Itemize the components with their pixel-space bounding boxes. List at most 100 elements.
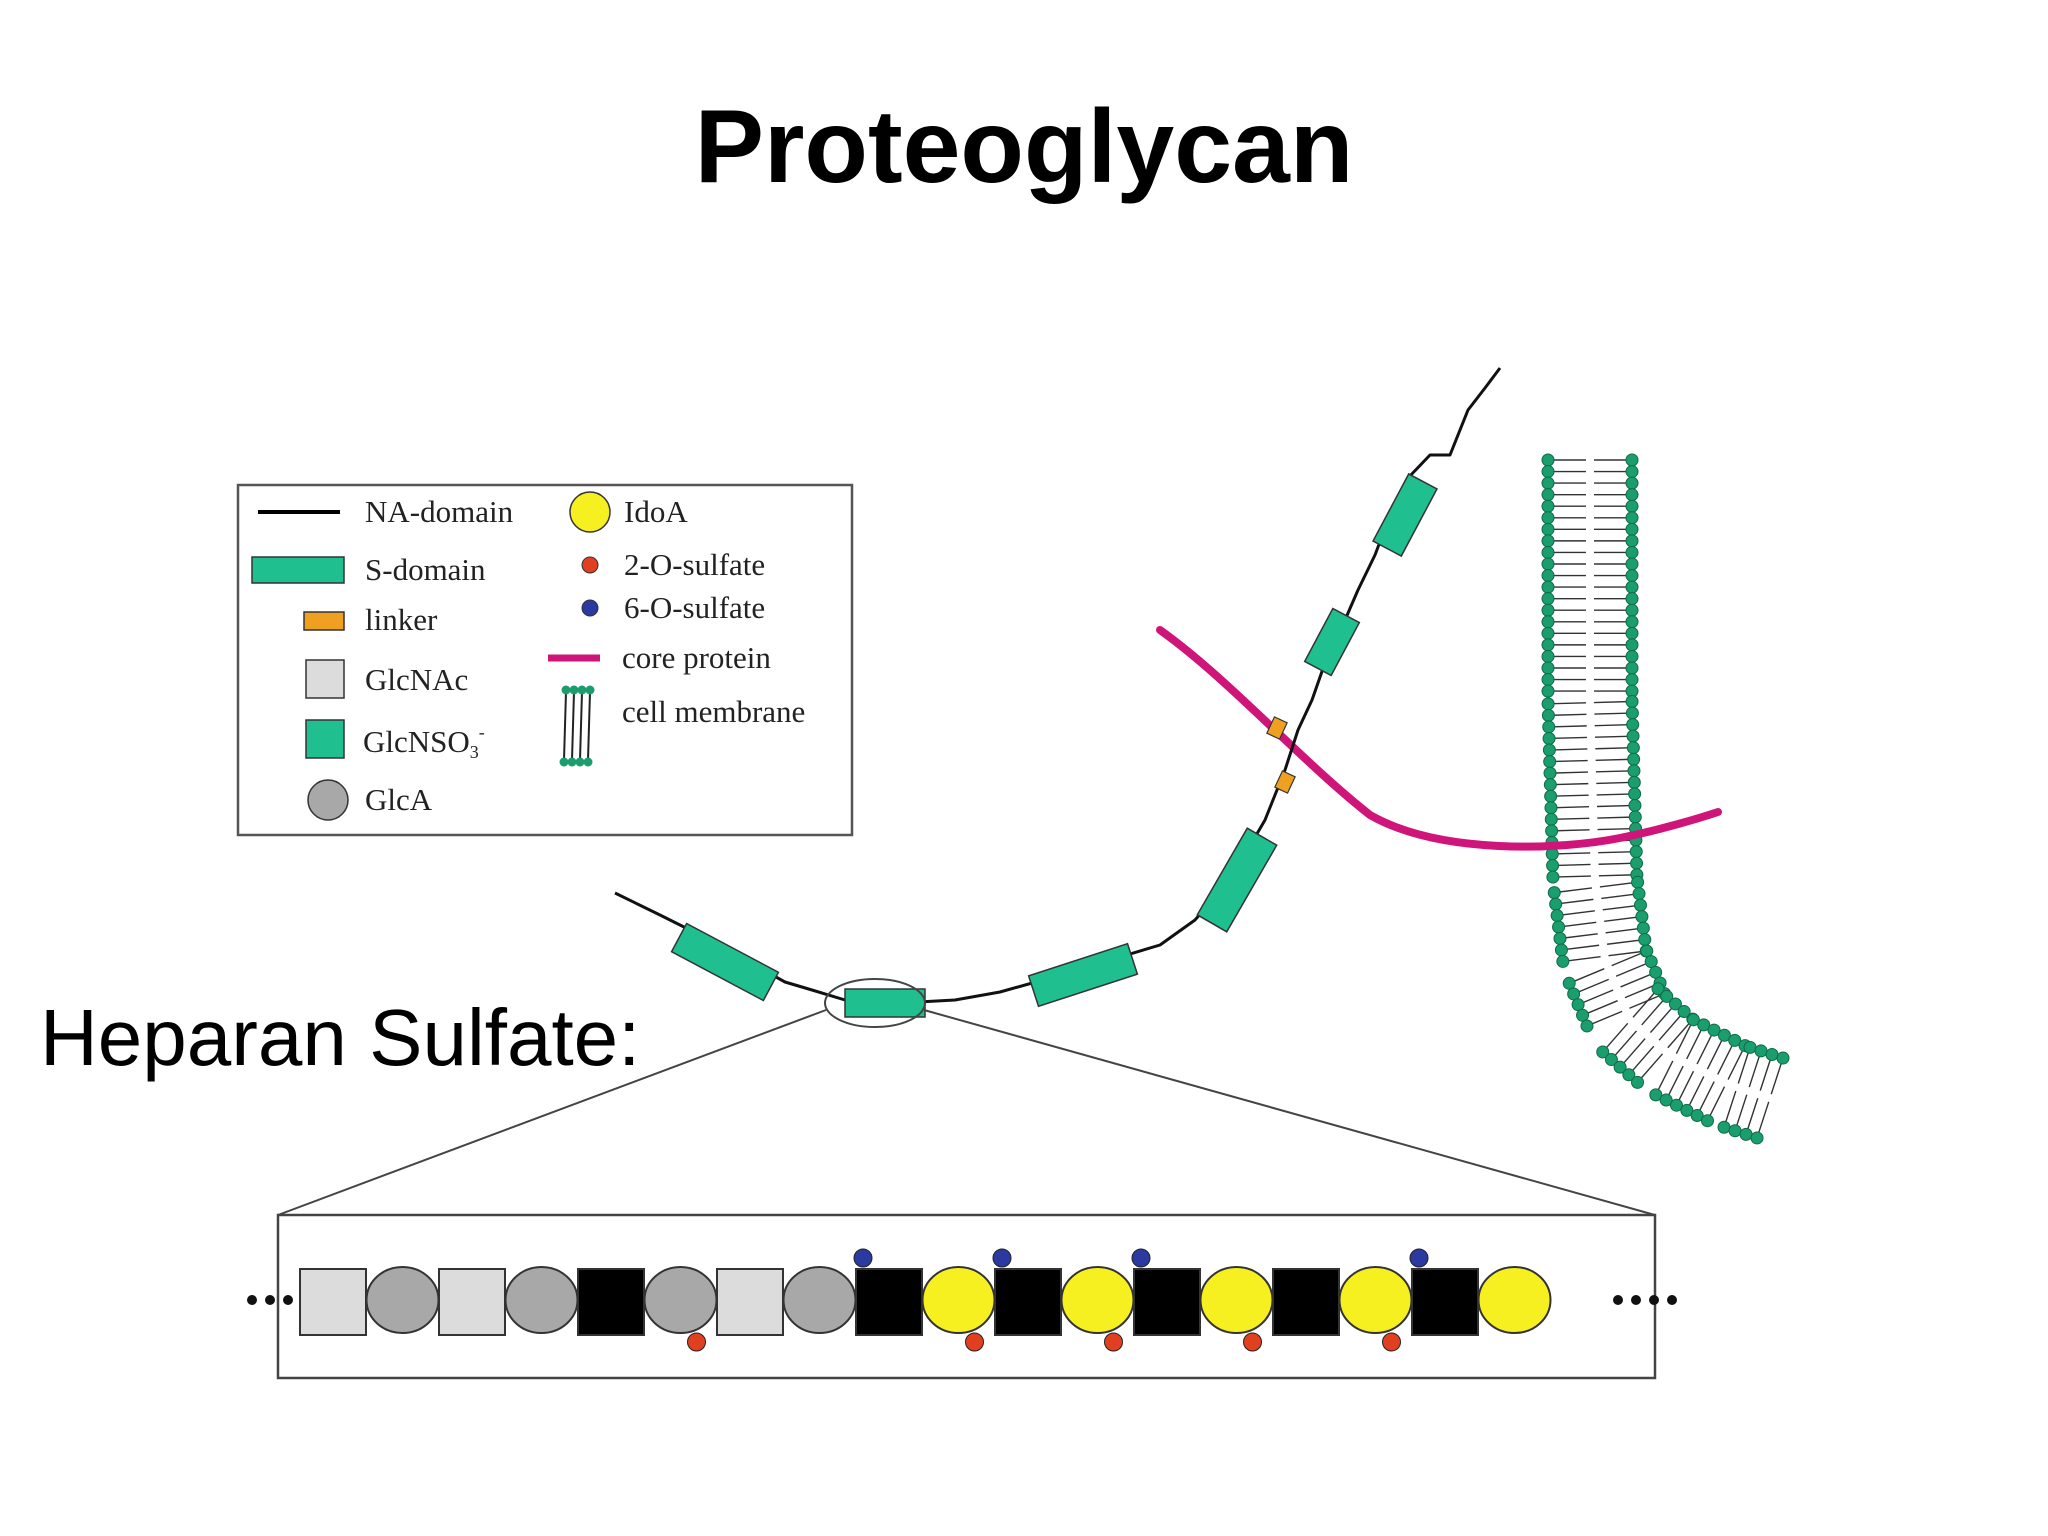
legend-2-o-sulfate-swatch — [581, 556, 599, 574]
two-o-sulfate — [1382, 1332, 1401, 1352]
heparan-sulfate-label: Heparan Sulfate: — [40, 993, 641, 1082]
lipid-head — [1625, 465, 1639, 479]
lipid-head — [1543, 778, 1557, 792]
glca-residue — [504, 1266, 579, 1334]
glcnac-residue — [438, 1268, 506, 1336]
lipid-head — [1541, 511, 1555, 525]
legend: NA-domain S-domain linker GlcNAc GlcNSO3… — [236, 483, 854, 837]
lipid-head — [1717, 1120, 1731, 1134]
lipid-head — [1550, 909, 1564, 923]
six-o-sulfate — [1409, 1248, 1429, 1268]
legend-glcnso3-label: GlcNSO3- — [363, 722, 485, 762]
zoom-ellipse — [824, 978, 926, 1028]
lipid-head — [1728, 1124, 1742, 1138]
glcnso3-superscript: - — [479, 722, 485, 742]
lipid-head — [1541, 684, 1555, 698]
lipid-head — [1552, 920, 1566, 934]
lipid-head — [1541, 534, 1555, 548]
six-o-sulfate — [992, 1248, 1012, 1268]
lipid-head — [1628, 810, 1642, 824]
lipid-head — [1625, 603, 1639, 617]
lipid-head — [1625, 534, 1639, 548]
lipid-head — [1622, 1068, 1636, 1082]
lipid-head — [1625, 511, 1639, 525]
lipid-head — [1542, 731, 1556, 745]
lipid-head — [1541, 522, 1555, 536]
lipid-head — [1625, 661, 1639, 675]
lipid-head — [1625, 694, 1639, 708]
lipid-head — [1541, 603, 1555, 617]
lipid-head — [1625, 453, 1639, 467]
legend-6-o-sulfate-label: 6-O-sulfate — [624, 590, 765, 625]
chain-ellipsis-right — [1613, 1295, 1677, 1305]
lipid-head — [1596, 1045, 1610, 1059]
lipid-head — [1541, 499, 1555, 513]
s-domain — [1372, 472, 1438, 558]
glcnso3-subscript: 3 — [470, 742, 479, 762]
lipid-head — [1625, 557, 1639, 571]
legend-idoa-swatch — [569, 491, 611, 533]
legend-6-o-sulfate-swatch — [581, 599, 599, 617]
legend-s-domain-swatch — [251, 556, 345, 584]
lipid-head — [1631, 1075, 1645, 1089]
lipid-head — [1649, 1088, 1663, 1102]
lipid-head — [1754, 1044, 1768, 1058]
lipid-head — [1707, 1023, 1721, 1037]
lipid-head — [1541, 545, 1555, 559]
lipid-head — [1700, 1114, 1714, 1128]
cell-membrane — [1541, 453, 1790, 1145]
lipid-head — [1549, 897, 1563, 911]
lipid-head — [1541, 488, 1555, 502]
lipid-head — [1604, 1053, 1618, 1067]
idoa-residue — [921, 1266, 996, 1334]
idoa-residue — [1477, 1266, 1552, 1334]
s-domain — [1027, 942, 1139, 1008]
two-o-sulfate — [1243, 1332, 1262, 1352]
lipid-head — [1541, 465, 1555, 479]
lipid-head — [1659, 1093, 1673, 1107]
lipid-head — [1697, 1018, 1711, 1032]
zoom-line-left — [277, 1009, 827, 1216]
lipid-head — [1541, 649, 1555, 663]
lipid-head — [1545, 824, 1559, 838]
lipid-head — [1541, 697, 1555, 711]
legend-linker-label: linker — [365, 602, 438, 637]
legend-cell-membrane-swatch — [559, 685, 595, 767]
lipid-head — [1542, 720, 1556, 734]
zoom-line-right — [923, 1009, 1656, 1216]
lipid-head — [1739, 1127, 1753, 1141]
lipid-head — [1626, 741, 1640, 755]
six-o-sulfate — [1131, 1248, 1151, 1268]
legend-idoa-label: IdoA — [624, 494, 688, 529]
lipid-head — [1776, 1051, 1790, 1065]
legend-glca-label: GlcA — [365, 782, 433, 817]
lipid-head — [1543, 766, 1557, 780]
lipid-head — [1613, 1060, 1627, 1074]
lipid-head — [1544, 789, 1558, 803]
lipid-head — [1630, 856, 1644, 870]
lipid-head — [1625, 673, 1639, 687]
legend-na-domain-label: NA-domain — [365, 494, 514, 529]
two-o-sulfate — [1104, 1332, 1123, 1352]
s-domain — [844, 988, 926, 1018]
s-domain — [1303, 607, 1361, 677]
two-o-sulfate — [965, 1332, 984, 1352]
lipid-head — [1626, 718, 1640, 732]
lipid-head — [1668, 997, 1682, 1011]
lipid-head — [1626, 729, 1640, 743]
heparan-sulfate-residues — [299, 1248, 1552, 1352]
lipid-head — [1541, 615, 1555, 629]
lipid-head — [1556, 954, 1570, 968]
glcnso3-residue — [1272, 1268, 1340, 1336]
glcnso3-residue — [577, 1268, 645, 1336]
core-protein — [1156, 626, 1722, 851]
lipid-head — [1625, 545, 1639, 559]
glca-residue — [643, 1266, 718, 1334]
legend-glca-swatch — [307, 779, 349, 821]
lipid-head — [1627, 752, 1641, 766]
lipid-head — [1541, 673, 1555, 687]
lipid-head — [1546, 870, 1560, 884]
s-domain — [1196, 827, 1278, 933]
legend-glcnac-swatch — [305, 659, 345, 699]
